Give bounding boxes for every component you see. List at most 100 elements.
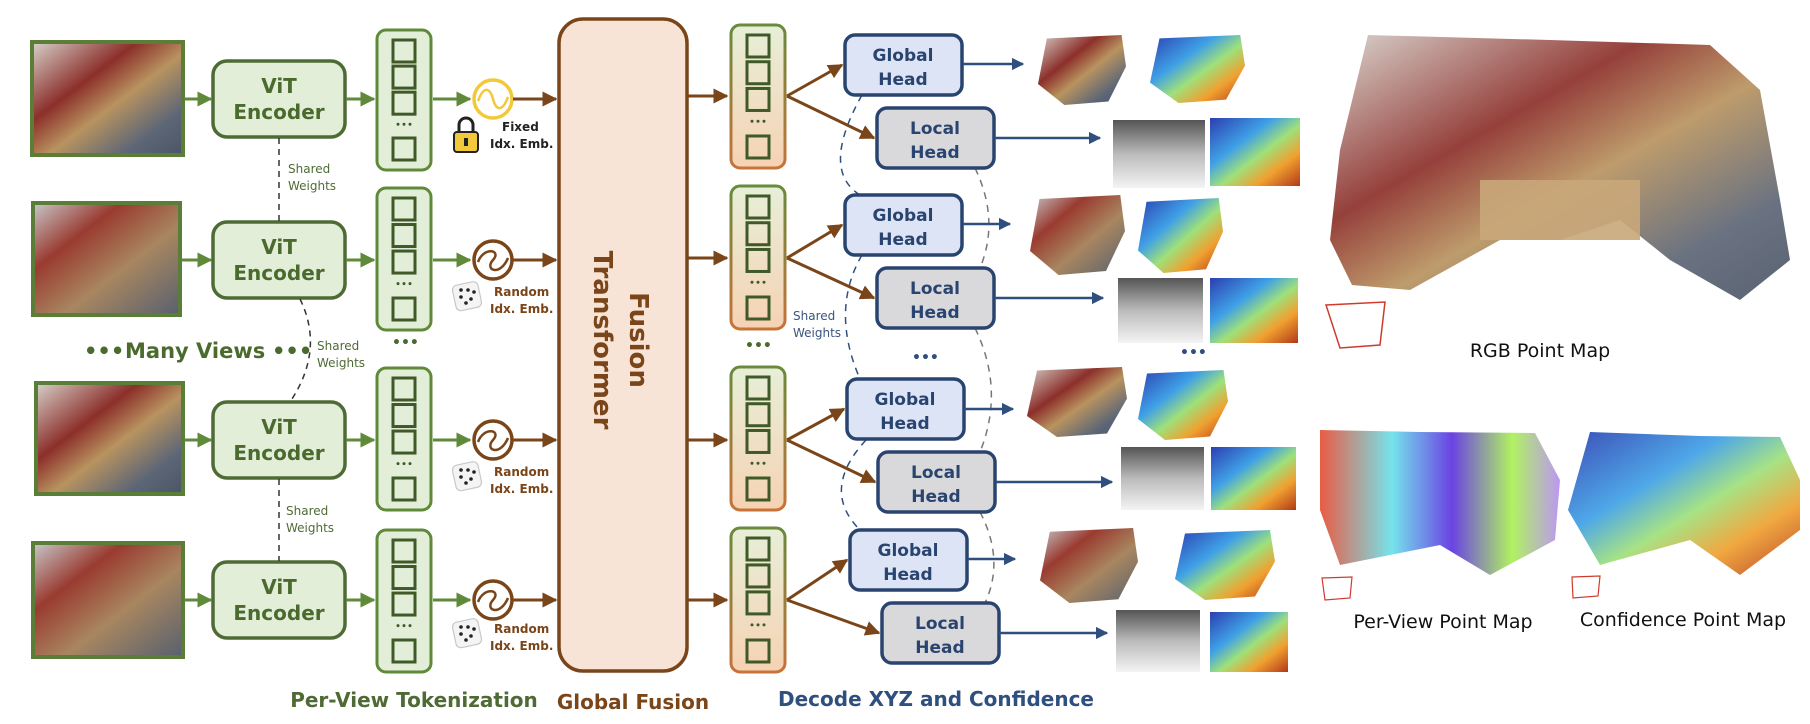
token-square [391,90,417,116]
token-square [745,134,771,160]
rgb-point-map-label: RGB Point Map [1470,340,1610,362]
head-label-line1: Global [875,390,936,410]
token-square [391,476,417,502]
tokens-ellipsis: ••• [392,335,419,351]
token-square [391,64,417,90]
token-square [745,590,771,616]
heads-shared-arc-global-2 [844,254,863,380]
random-embedding-icon-2 [472,239,514,281]
random-emb-label-2a: Random [494,285,549,299]
fusion-transformer-block: Fusion Transformer [557,17,689,673]
local-depth-output-2 [1118,278,1203,343]
token-square [391,223,417,249]
fixed-emb-label-2: Idx. Emb. [490,137,553,151]
random-emb-label-2b: Idx. Emb. [490,302,553,316]
heads-shared-arc-local-2 [974,327,993,453]
token-square [745,194,771,220]
head-label-line2: Head [911,487,960,507]
token-square [391,638,417,664]
fixed-emb-label-1: Fixed [502,120,539,134]
local-depth-output-1 [1113,120,1205,188]
global-conf-output-3 [1138,370,1228,440]
input-view-2 [31,201,182,317]
encoder-label-line2: Encoder [233,100,324,124]
token-square [745,536,771,562]
fused-token-column-3 [729,365,787,512]
token-square [391,249,417,275]
fused-tokens-ellipsis: ••• [745,338,772,354]
head-label-line1: Global [873,46,934,66]
confidence-point-map [1568,432,1800,599]
token-square [391,296,417,322]
token-square [745,247,771,273]
fusion-label-line2: Transformer [587,251,617,430]
token-square [745,563,771,589]
head-label-line2: Head [910,143,959,163]
local-depth-output-4 [1116,610,1200,672]
global-rgb-output-3 [1027,367,1127,437]
lock-icon [453,116,479,153]
local-conf-output-4 [1210,612,1288,672]
random-embedding-icon-3 [472,419,514,461]
section-label-decode: Decode XYZ and Confidence [778,687,1094,711]
heads-shared-arc-local-1 [974,167,990,269]
global-conf-output-1 [1150,35,1245,103]
token-square [745,638,771,664]
local-conf-output-2 [1210,278,1298,343]
global-conf-output-4 [1175,530,1275,600]
head-label-line1: Local [915,614,965,634]
heads-shared-arc-global-3 [840,439,867,531]
per-view-point-map-label: Per-View Point Map [1353,611,1532,633]
token-column-3 [375,366,433,512]
random-emb-label-4a: Random [494,622,549,636]
fused-token-column-2 [729,184,787,331]
token-square [745,86,771,112]
input-view-1 [30,40,185,157]
shared-weights-label-1a: Shared [288,162,330,176]
head-label-line2: Head [880,414,929,434]
heads-shared-arc-local-3 [979,511,995,604]
shared-weights-label-3b: Weights [286,521,334,535]
local-conf-output-3 [1211,447,1296,510]
token-square [745,402,771,428]
token-square [391,429,417,455]
arrow-out2-global [786,223,844,260]
token-square [391,136,417,162]
random-emb-label-3b: Idx. Emb. [490,482,553,496]
token-square [391,538,417,564]
shared-weights-label-2a: Shared [317,339,359,353]
fusion-label-line1: Fusion [623,292,653,388]
fused-token-column-4 [729,526,787,674]
encoder-label-line2: Encoder [233,441,324,465]
token-square [745,221,771,247]
token-column-1 [375,28,433,172]
fixed-embedding-icon [472,78,514,120]
head-label-line2: Head [878,230,927,250]
head-label-line1: Local [911,463,961,483]
encoder-label-line1: ViT [261,235,297,259]
head-label-line2: Head [915,638,964,658]
shared-weights-label-1b: Weights [288,179,336,193]
head-label-line1: Local [910,279,960,299]
arrow-out1-local [786,94,876,140]
dice-icon-4 [451,618,483,649]
global-rgb-output-1 [1038,35,1126,105]
token-square [745,33,771,59]
heads-shared-weights-1: Shared [793,309,835,323]
head-label-line1: Global [878,541,939,561]
global-conf-output-2 [1138,198,1223,273]
random-emb-label-4b: Idx. Emb. [490,639,553,653]
arrow-out3-local [786,438,877,484]
encoder-label-line2: Encoder [233,261,324,285]
section-label-tokenization: Per-View Tokenization [290,688,538,712]
local-conf-output-1 [1210,118,1300,186]
